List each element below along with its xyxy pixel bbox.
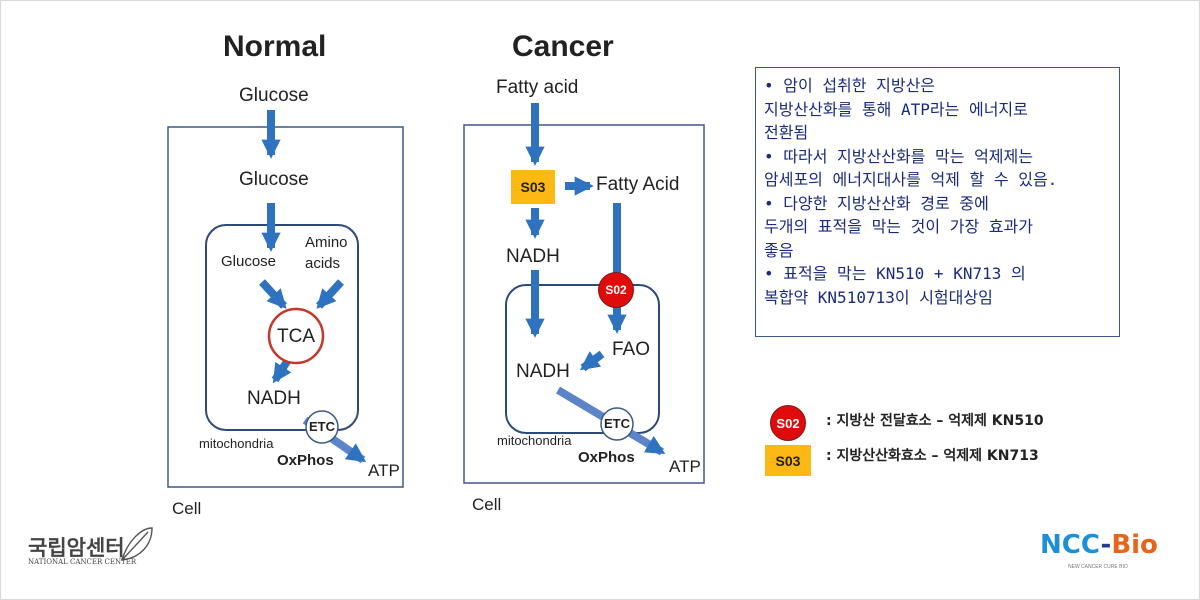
info-line: • 암이 섭취한 지방산은 xyxy=(764,76,936,95)
normal-cell-label: Cell xyxy=(172,499,202,518)
normal-nadh-label: NADH xyxy=(247,388,301,409)
info-line: 복합약 KN510713이 시험대상임 xyxy=(764,287,993,307)
normal-atp-label: ATP xyxy=(368,461,400,480)
s03-badge: S03 xyxy=(511,170,555,204)
info-line: 좋음 xyxy=(764,240,794,260)
cancer-mitochondria-box xyxy=(505,284,660,434)
normal-cell-box xyxy=(167,126,404,488)
info-line: 두개의 표적을 막는 것이 가장 효과가 xyxy=(764,217,1033,236)
ncc-logo-part: NCC xyxy=(1040,530,1101,560)
normal-oxphos-label: OxPhos xyxy=(277,452,334,469)
info-line: • 다양한 지방산산화 경로 중에 xyxy=(764,193,989,213)
ncc-bio-subtitle: NEW CANCER CURE BIO xyxy=(1068,564,1128,570)
normal-etc-label: ETC xyxy=(309,419,335,434)
glucose-outer-label: Glucose xyxy=(239,85,309,106)
info-line: • 따라서 지방산산화를 막는 억제제는 xyxy=(764,146,1033,166)
fatty-acid-outer-label: Fatty acid xyxy=(496,77,579,98)
normal-title: Normal xyxy=(223,30,327,63)
cancer-title: Cancer xyxy=(512,30,614,63)
tca-circle xyxy=(267,307,325,365)
legend-s02-badge: S02 xyxy=(770,405,806,441)
leaf-logo-icon xyxy=(121,527,153,561)
cancer-etc-label: ETC xyxy=(604,416,630,431)
cancer-cell-box xyxy=(463,124,705,484)
arrow-tca-to-nadh xyxy=(271,357,292,384)
ncc-bio-logo: NCC-Bio xyxy=(1040,530,1158,560)
cancer-oxphos-label: OxPhos xyxy=(578,449,635,466)
info-line: • 표적을 막는 KN510 + KN713 의 xyxy=(764,264,1026,283)
normal-etc-circle xyxy=(305,410,339,444)
national-cancer-center-logo: 국립암센터 xyxy=(28,536,125,560)
arrow-glucose-to-tca xyxy=(259,279,287,309)
amino-label-line2: acids xyxy=(305,255,341,272)
cancer-cell-label: Cell xyxy=(472,495,502,514)
legend-s02-text: : 지방산 전달효소 – 억제제 KN510 xyxy=(826,413,1044,429)
glucose-cell-label: Glucose xyxy=(239,169,309,190)
glucose-mito-label: Glucose xyxy=(221,253,277,270)
amino-label-line1: Amino xyxy=(305,234,348,251)
ncc-logo-bio: Bio xyxy=(1111,530,1158,560)
normal-mitochondria-box xyxy=(205,224,359,431)
tca-label: TCA xyxy=(277,326,315,347)
s02-badge: S02 xyxy=(598,272,634,308)
cancer-nadh-mito-label: NADH xyxy=(516,361,570,382)
legend-s03-badge: S03 xyxy=(765,445,811,476)
fatty-acid-inner-label: Fatty Acid xyxy=(596,174,680,195)
arrow-fao-to-nadh xyxy=(579,350,605,372)
cancer-mitochondria-label: mitochondria xyxy=(497,433,572,448)
info-line: 지방산산화를 통해 ATP라는 에너지로 xyxy=(764,99,1028,119)
ncc-logo-dash: - xyxy=(1100,530,1112,560)
cancer-etc-circle xyxy=(600,407,634,441)
normal-mitochondria-label: mitochondria xyxy=(199,436,274,451)
fao-label: FAO xyxy=(612,339,651,360)
info-line: 암세포의 에너지대사를 억제 할 수 있음. xyxy=(764,170,1058,189)
info-line: 전환됨 xyxy=(764,123,809,142)
info-panel: • 암이 섭취한 지방산은 지방산산화를 통해 ATP라는 에너지로 전환됨 •… xyxy=(755,67,1120,337)
legend-s03-text: : 지방산산화효소 – 억제제 KN713 xyxy=(826,448,1039,464)
cancer-atp-label: ATP xyxy=(669,457,701,476)
national-cancer-center-subtitle: NATIONAL CANCER CENTER xyxy=(28,558,137,566)
arrow-amino-to-tca xyxy=(316,279,344,309)
cancer-nadh-cell-label: NADH xyxy=(506,246,560,267)
